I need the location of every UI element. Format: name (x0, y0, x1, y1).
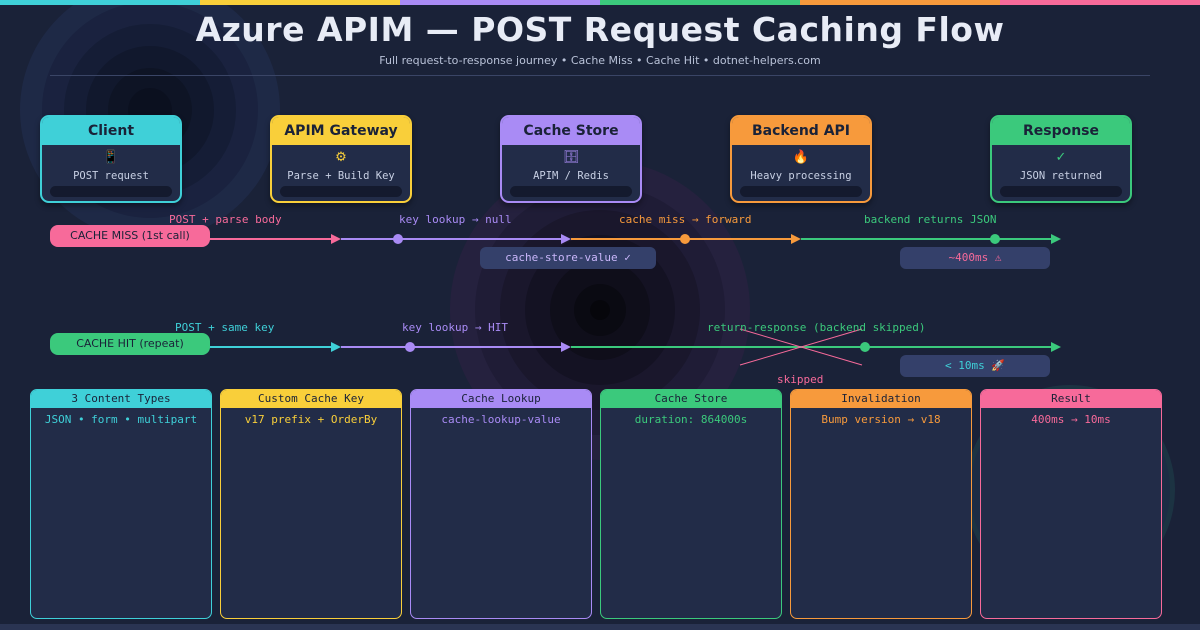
card-content-types: 3 Content Types JSON • form • multipart (30, 389, 212, 619)
card-cache-lookup: Cache Lookup cache-lookup-value (410, 389, 592, 619)
card-title: Custom Cache Key (221, 390, 401, 408)
miss-latency-chip: ~400ms ⚠ (900, 247, 1050, 269)
card-body: Bump version → v18 (821, 413, 941, 426)
stage-pill (280, 186, 402, 197)
card-title: Result (981, 390, 1161, 408)
hit-latency-chip: < 10ms 🚀 (900, 355, 1050, 377)
bar-segment-green (600, 0, 800, 5)
stage-response: Response ✓ JSON returned (990, 115, 1132, 203)
skip-cross-line (739, 328, 863, 366)
card-title: Cache Lookup (411, 390, 591, 408)
bottom-bar (0, 624, 1200, 630)
stage-title: Backend API (732, 117, 870, 145)
stage-pill (1000, 186, 1122, 197)
cabinet-icon: 🗄 (562, 150, 580, 165)
stage-subtitle: POST request (73, 170, 149, 182)
stage-pill (50, 186, 172, 197)
hit-step-label: POST + same key (175, 321, 275, 334)
cache-miss-badge: CACHE MISS (1st call) (50, 225, 210, 247)
card-body: cache-lookup-value (441, 413, 561, 426)
bar-segment-purple (400, 0, 600, 5)
bar-segment-yellow (200, 0, 400, 5)
stage-cache-store: Cache Store 🗄 APIM / Redis (500, 115, 642, 203)
card-cache-store: Cache Store duration: 864000s (600, 389, 782, 619)
card-body: duration: 864000s (634, 413, 748, 426)
stage-pill (740, 186, 862, 197)
card-body: 400ms → 10ms (1031, 413, 1111, 426)
card-body: v17 prefix + OrderBy (244, 413, 378, 426)
miss-flow-lines (200, 234, 1061, 244)
card-title: 3 Content Types (31, 390, 211, 408)
card-result: Result 400ms → 10ms (980, 389, 1162, 619)
stage-subtitle: Parse + Build Key (287, 170, 395, 182)
stage-title: APIM Gateway (272, 117, 410, 145)
miss-step-label: POST + parse body (169, 213, 282, 226)
stage-title: Response (992, 117, 1130, 145)
card-custom-cache-key: Custom Cache Key v17 prefix + OrderBy (220, 389, 402, 619)
stage-backend-api: Backend API 🔥 Heavy processing (730, 115, 872, 203)
gear-icon: ⚙ (335, 150, 347, 165)
miss-step-label: cache miss → forward (619, 213, 752, 226)
bar-segment-pink (1000, 0, 1200, 5)
card-invalidation: Invalidation Bump version → v18 (790, 389, 972, 619)
cache-hit-badge: CACHE HIT (repeat) (50, 333, 210, 355)
bar-segment-orange (800, 0, 1000, 5)
card-title: Cache Store (601, 390, 781, 408)
top-color-bar (0, 0, 1200, 5)
stage-subtitle: Heavy processing (750, 170, 852, 182)
cache-store-chip: cache-store-value ✓ (480, 247, 656, 269)
hit-step-label: return-response (backend skipped) (707, 321, 926, 334)
page-subtitle: Full request-to-response journey • Cache… (379, 54, 821, 67)
header-divider (50, 75, 1150, 76)
check-icon: ✓ (1055, 150, 1067, 165)
stage-client: Client 📱 POST request (40, 115, 182, 203)
skipped-label: skipped (777, 373, 824, 386)
stage-subtitle: APIM / Redis (533, 170, 609, 182)
fire-icon: 🔥 (792, 150, 810, 165)
bar-segment-cyan (0, 0, 200, 5)
phone-icon: 📱 (102, 150, 120, 165)
stage-apim-gateway: APIM Gateway ⚙ Parse + Build Key (270, 115, 412, 203)
miss-step-label: backend returns JSON (864, 213, 997, 226)
page-title: Azure APIM — POST Request Caching Flow (195, 10, 1005, 49)
stage-subtitle: JSON returned (1019, 170, 1103, 182)
card-body: JSON • form • multipart (44, 413, 198, 426)
stage-pill (510, 186, 632, 197)
miss-step-label: key lookup → null (399, 213, 512, 226)
card-title: Invalidation (791, 390, 971, 408)
hit-step-label: key lookup → HIT (402, 321, 508, 334)
stage-title: Cache Store (502, 117, 640, 145)
stage-title: Client (42, 117, 180, 145)
